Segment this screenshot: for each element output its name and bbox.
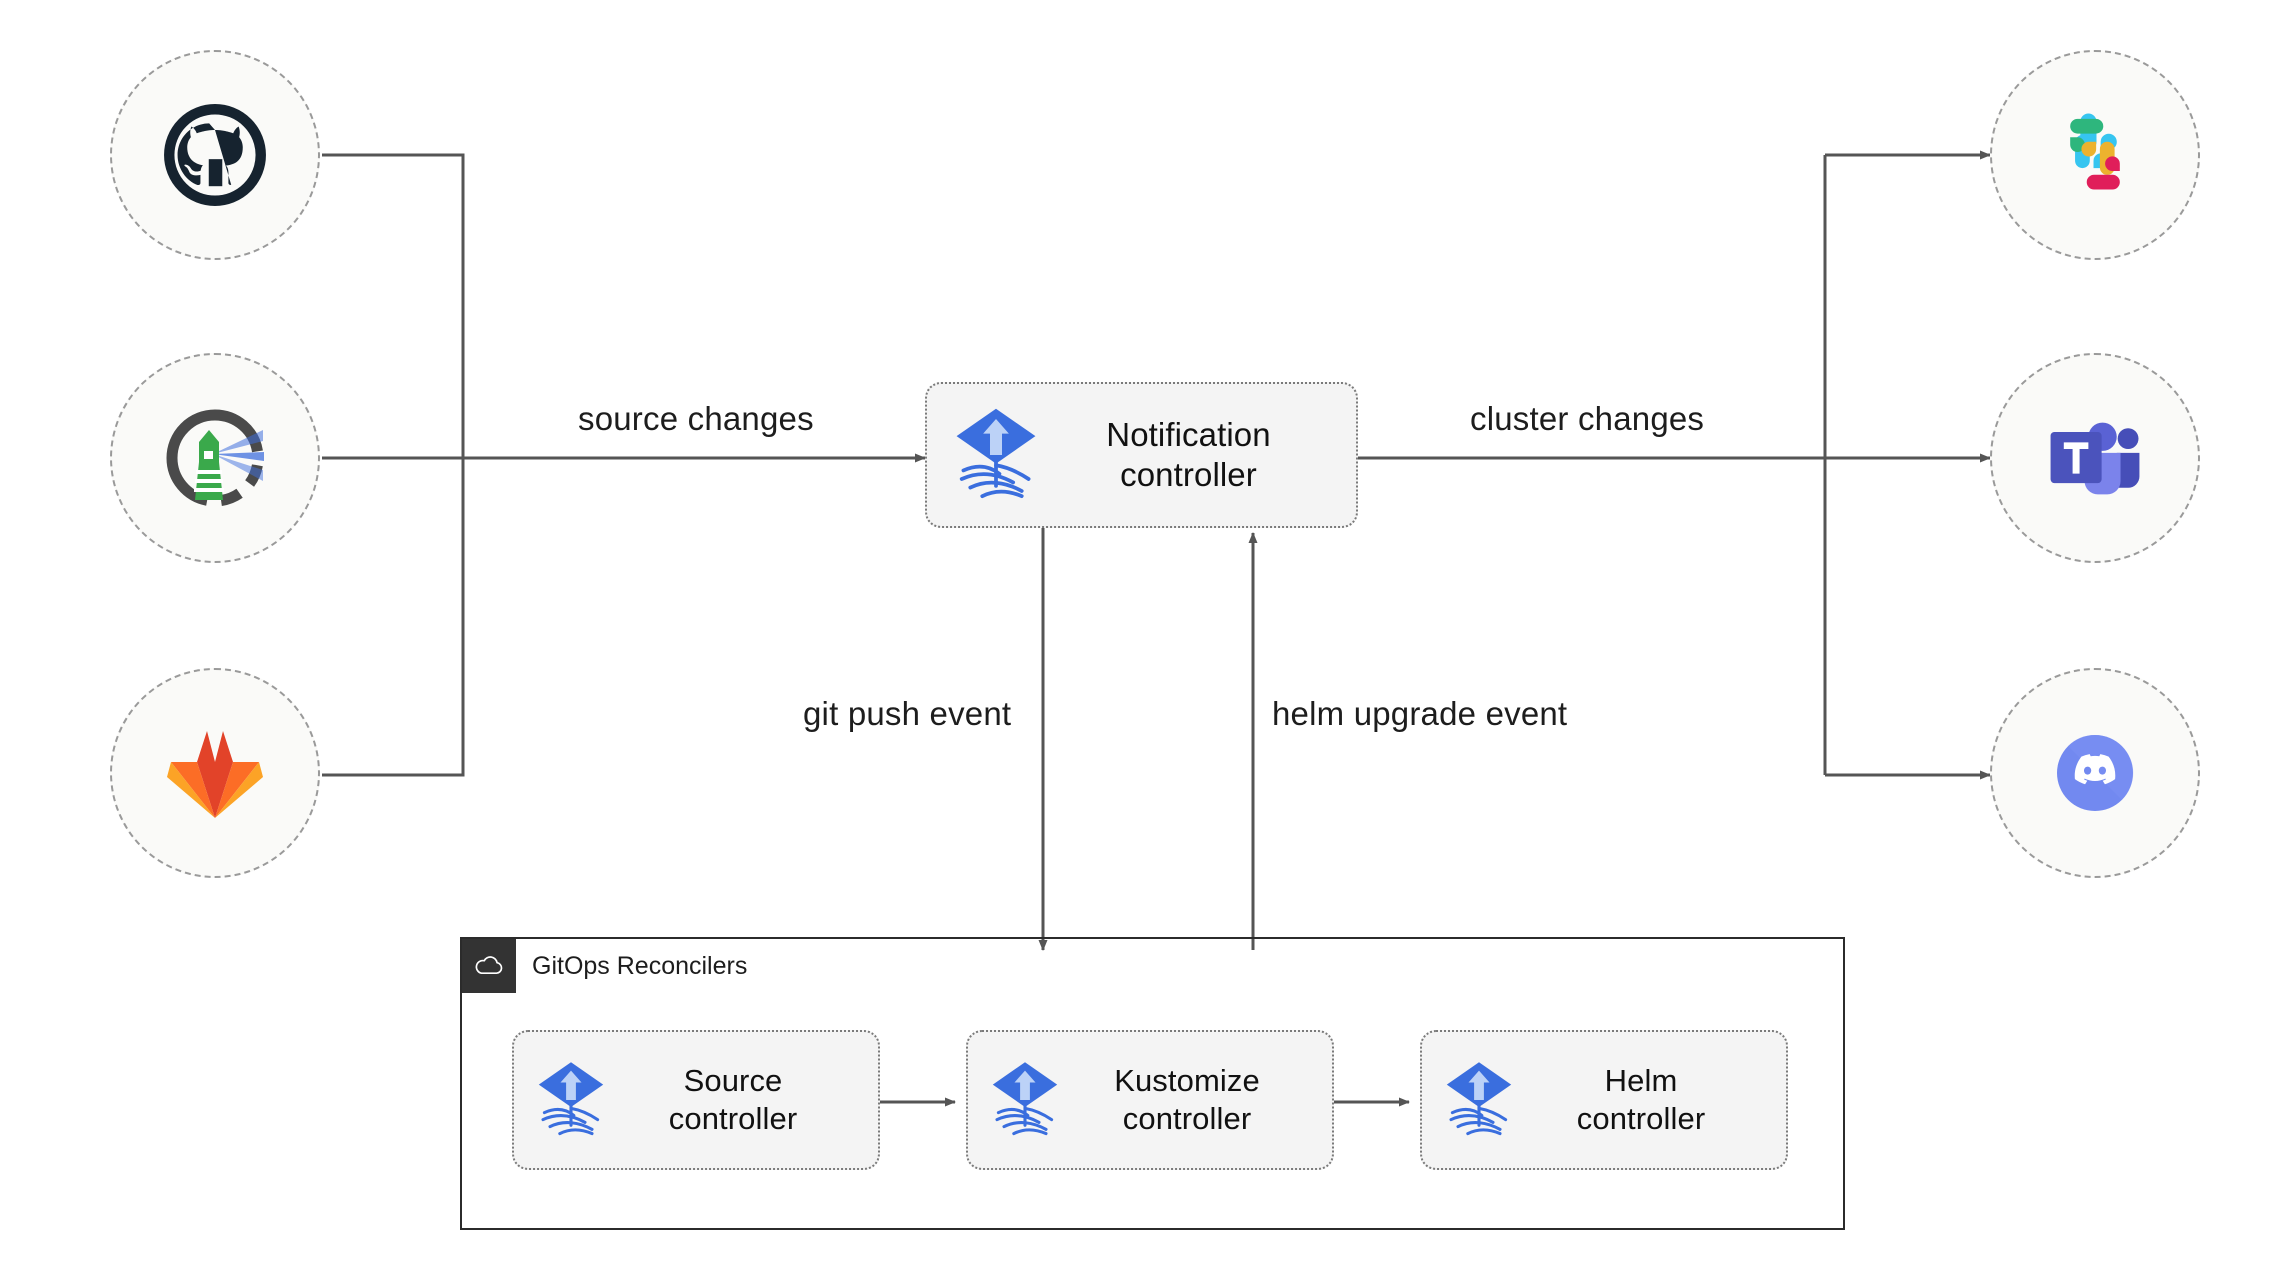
microsoft-teams-icon	[2039, 402, 2151, 514]
edge-label-helm-upgrade-event: helm upgrade event	[1272, 695, 1568, 732]
kustomize-controller-box[interactable]: Kustomize controller	[966, 1030, 1334, 1170]
wire-sources-bus	[322, 153, 465, 777]
target-node-discord[interactable]	[1990, 668, 2200, 878]
source-node-gitlab[interactable]	[110, 668, 320, 878]
gitops-reconcilers-group: GitOps Reconcilers	[460, 937, 1845, 1230]
helm-controller-box[interactable]: Helm controller	[1420, 1030, 1788, 1170]
edge-label-git-push-event: git push event	[803, 695, 1012, 732]
edge-label-cluster-changes: cluster changes	[1470, 400, 1705, 437]
slack-icon	[2039, 99, 2151, 211]
edge-label-source-changes: source changes	[578, 400, 814, 437]
github-icon	[159, 99, 271, 211]
source-node-lighthouse[interactable]	[110, 353, 320, 563]
helm-controller-label: Helm controller	[1576, 1063, 1706, 1136]
target-node-slack[interactable]	[1990, 50, 2200, 260]
discord-icon	[2039, 717, 2151, 829]
lighthouse-icon	[159, 402, 271, 514]
kustomize-controller-label: Kustomize controller	[1114, 1063, 1260, 1136]
source-node-github[interactable]	[110, 50, 320, 260]
source-controller-label: Source controller	[668, 1063, 798, 1136]
flux-icon	[953, 407, 1039, 503]
gitlab-icon	[159, 717, 271, 829]
source-controller-box[interactable]: Source controller	[512, 1030, 880, 1170]
flux-icon	[990, 1060, 1060, 1140]
target-node-teams[interactable]	[1990, 353, 2200, 563]
flux-icon	[1444, 1060, 1514, 1140]
group-header: GitOps Reconcilers	[462, 939, 747, 993]
notification-controller-label: Notification controller	[1106, 415, 1271, 493]
group-title: GitOps Reconcilers	[532, 951, 748, 980]
notification-controller-box[interactable]: Notification controller	[925, 382, 1358, 528]
flux-icon	[536, 1060, 606, 1140]
cloud-icon	[462, 939, 516, 993]
